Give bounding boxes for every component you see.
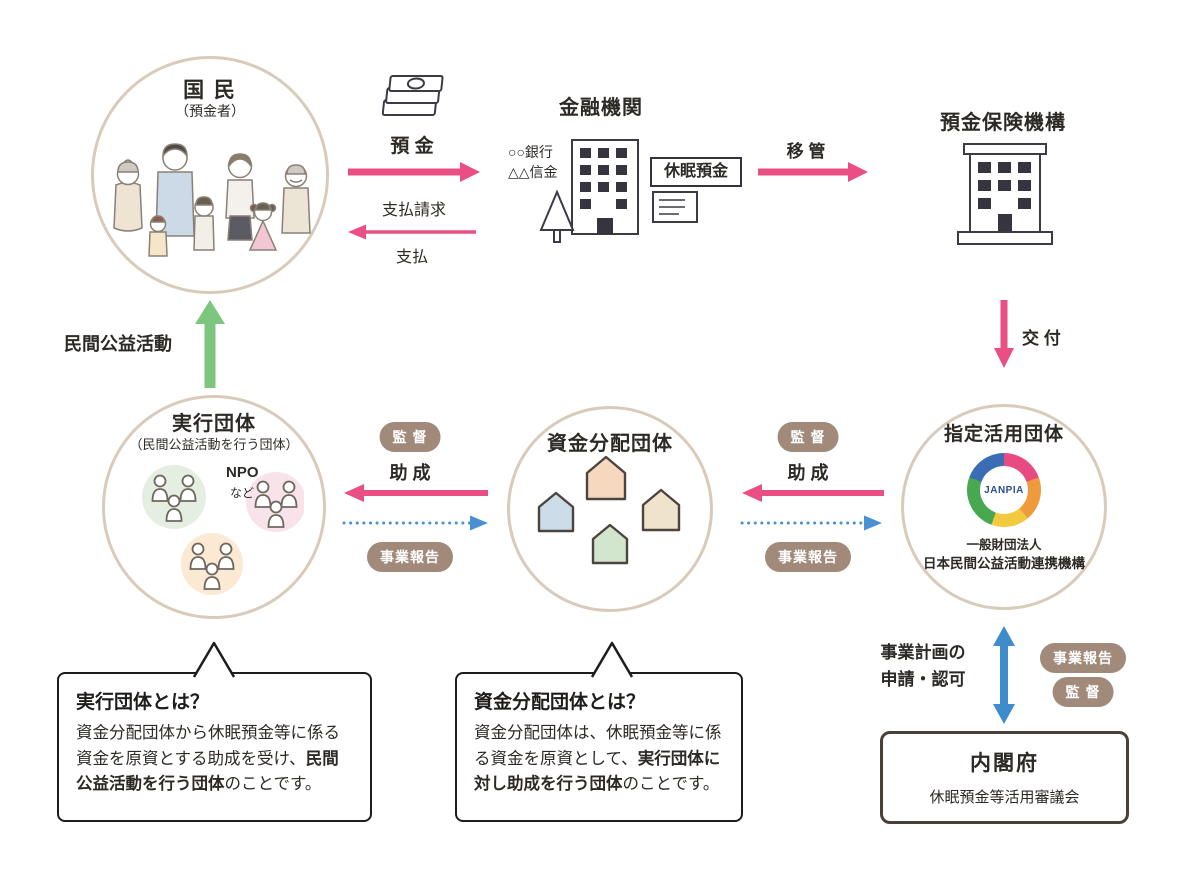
org-type-label: 一般財団法人 bbox=[966, 538, 1042, 552]
cabinet-office-subtitle: 休眠預金等活用審議会 bbox=[929, 789, 1080, 806]
house-blue-icon bbox=[537, 491, 575, 533]
npo-label: NPO bbox=[226, 464, 259, 481]
houses-icon bbox=[537, 455, 681, 565]
bubble-text-post: のことです。 bbox=[224, 775, 322, 794]
group-pink-icon bbox=[246, 472, 304, 532]
group-orange-icon bbox=[181, 533, 243, 595]
supervision-badge-right: 監 督 bbox=[1052, 677, 1114, 707]
report-badge-mid: 事業報告 bbox=[765, 542, 851, 572]
fund-distribution-bubble: 資金分配団体とは？ 資金分配団体は、休眠預金等に係る資金を原資として、実行団体に… bbox=[455, 641, 743, 822]
payment-arrow bbox=[348, 224, 476, 240]
implementing-org-subtitle: （民間公益活動を行う団体） bbox=[129, 437, 299, 452]
tree-icon bbox=[539, 189, 575, 231]
family-icon bbox=[113, 143, 311, 257]
designated-org-title: 指定活用団体 bbox=[943, 424, 1065, 445]
insurance-building-icon bbox=[957, 143, 1053, 245]
bubble-title: 資金分配団体とは？ bbox=[474, 692, 646, 713]
bank-example-label: ○○銀行 bbox=[508, 144, 553, 160]
bubble-body: 資金分配団体は、休眠預金等に係る資金を原資として、実行団体に対し助成を行う団体の… bbox=[474, 721, 724, 798]
deposit-label: 預 金 bbox=[390, 136, 434, 157]
bubble-text-pre: 資金分配団体から休眠預金等に係る資金を原資とする助成を受け、 bbox=[76, 724, 340, 768]
deposit-insurance-title: 預金保険機構 bbox=[940, 112, 1066, 134]
payment-label: 支払 bbox=[395, 249, 429, 266]
money-icon bbox=[381, 75, 444, 116]
bubble-pointer bbox=[192, 641, 236, 678]
citizens-title: 国 民 bbox=[183, 79, 237, 102]
supervision-badge-left: 監 督 bbox=[379, 422, 441, 452]
nado-label: など bbox=[230, 486, 255, 500]
grant-arrow bbox=[994, 300, 1014, 368]
shinkin-example-label: △△信金 bbox=[508, 164, 558, 180]
subsidy-arrow-left bbox=[344, 484, 488, 502]
signboard-icon bbox=[652, 191, 698, 223]
org-name-label: 日本民間公益活動連携機構 bbox=[923, 556, 1085, 571]
janpia-logo: JANPIA bbox=[967, 453, 1041, 527]
janpia-logo-text: JANPIA bbox=[980, 466, 1028, 514]
implementing-org-title: 実行団体 bbox=[172, 413, 256, 435]
bubble-title: 実行団体とは？ bbox=[76, 692, 210, 713]
transfer-arrow bbox=[758, 162, 868, 182]
report-arrow-mid bbox=[740, 515, 882, 531]
bubble-text-bold: 民間公益活動を行う団体 bbox=[76, 749, 339, 794]
dormant-deposit-box: 休眠預金 bbox=[650, 157, 742, 187]
house-peach-icon bbox=[585, 455, 627, 501]
bubble-body: 資金分配団体から休眠預金等に係る資金を原資とする助成を受け、民間公益活動を行う団… bbox=[76, 721, 353, 798]
member-groups-icon bbox=[142, 465, 304, 595]
citizens-subtitle: （預金者） bbox=[175, 103, 245, 119]
fund-distribution-title: 資金分配団体 bbox=[547, 433, 673, 455]
plan-approval-arrow bbox=[993, 626, 1015, 724]
cabinet-office-title: 内閣府 bbox=[970, 752, 1039, 775]
civic-activity-arrow bbox=[195, 300, 225, 388]
house-tan-icon bbox=[641, 488, 681, 532]
house-green-icon bbox=[591, 523, 629, 565]
plan-approval-label: 事業計画の 申請・認可 bbox=[868, 639, 978, 693]
report-badge-right: 事業報告 bbox=[1040, 643, 1126, 673]
payment-request-label: 支払請求 bbox=[381, 202, 447, 219]
plan-approval-line2: 申請・認可 bbox=[880, 670, 966, 690]
financial-institution-title: 金融機関 bbox=[559, 97, 643, 119]
transfer-label: 移 管 bbox=[786, 142, 826, 161]
report-arrow-left bbox=[342, 515, 488, 531]
bubble-text-pre: 資金分配団体は、休眠預金等に係る資金を原資として、 bbox=[474, 724, 722, 768]
implementing-org-bubble: 実行団体とは？ 資金分配団体から休眠預金等に係る資金を原資とする助成を受け、民間… bbox=[57, 641, 372, 822]
plan-approval-line1: 事業計画の bbox=[880, 643, 966, 662]
bank-building-icon bbox=[539, 139, 698, 243]
subsidy-arrow-mid bbox=[742, 484, 884, 502]
report-badge-left: 事業報告 bbox=[367, 542, 453, 572]
deposit-arrow bbox=[348, 162, 480, 182]
subsidy-label-mid: 助 成 bbox=[787, 463, 829, 483]
bubble-text-bold: 実行団体に対し助成を行う団体 bbox=[474, 749, 721, 794]
subsidy-label-left: 助 成 bbox=[389, 463, 431, 483]
bubble-pointer bbox=[590, 641, 634, 678]
group-green-icon bbox=[142, 465, 206, 529]
grant-label: 交 付 bbox=[1022, 329, 1061, 348]
bubble-text-post: のことです。 bbox=[622, 775, 720, 794]
cabinet-office-box: 内閣府 休眠預金等活用審議会 bbox=[880, 731, 1129, 824]
civic-activity-label: 民間公益活動 bbox=[64, 334, 172, 354]
supervision-badge-mid: 監 督 bbox=[777, 422, 839, 452]
